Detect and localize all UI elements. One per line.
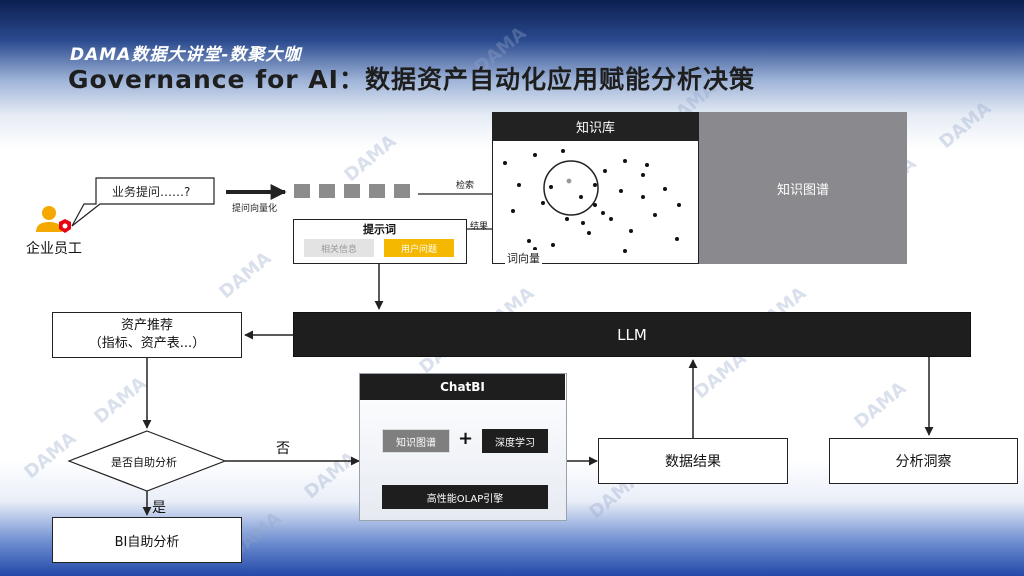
knowledge-graph-panel: 知识图谱: [699, 112, 907, 264]
llm-bar: LLM: [293, 312, 971, 357]
slide-subtitle: DAMA数据大讲堂-数聚大咖: [70, 45, 302, 65]
data-result-box: 数据结果: [598, 438, 788, 484]
chatbi-deep-label: 深度学习: [495, 437, 535, 449]
knowledge-base-vector-space: [492, 140, 699, 264]
chatbi-panel: ChatBI 知识图谱 + 深度学习 高性能OLAP引擎: [359, 373, 567, 521]
prompt-title: 提示词: [363, 223, 396, 236]
chatbi-kg-label: 知识图谱: [396, 437, 436, 449]
analysis-insight-label: 分析洞察: [895, 454, 952, 470]
speech-bubble: [71, 177, 215, 227]
slide-title: Governance for AI：数据资产自动化应用赋能分析决策: [68, 65, 755, 94]
chatbi-olap-label: 高性能OLAP引擎: [426, 493, 504, 505]
chatbi-knowledge-graph: 知识图谱: [382, 429, 450, 453]
prompt-user-question: 用户问题: [384, 239, 454, 257]
chatbi-olap: 高性能OLAP引擎: [382, 485, 548, 509]
vector-square: [294, 184, 310, 198]
bi-self-analysis-box: BI自助分析: [52, 517, 242, 563]
chatbi-deep-learning: 深度学习: [482, 429, 548, 453]
vector-points: [503, 149, 681, 253]
knowledge-graph-label: 知识图谱: [776, 182, 829, 198]
search-label: 检索: [456, 181, 475, 191]
chatbi-header: ChatBI: [360, 374, 565, 400]
asset-recommend-title: 资产推荐: [120, 318, 173, 333]
employee-icon: [36, 206, 71, 233]
bi-self-analysis-label: BI自助分析: [114, 534, 180, 550]
analysis-insight-box: 分析洞察: [829, 438, 1018, 484]
vector-square: [394, 184, 410, 198]
chatbi-title: ChatBI: [440, 380, 485, 394]
asset-recommend-detail: （指标、资产表...）: [88, 336, 206, 351]
employee-question: 业务提问……?: [112, 185, 191, 199]
knowledge-base-header: 知识库: [492, 112, 699, 140]
search-circle: [543, 160, 599, 216]
decision-yes-label: 是: [152, 500, 166, 516]
chatbi-plus: +: [458, 428, 474, 449]
knowledge-base-title: 知识库: [575, 120, 615, 136]
prompt-user-question-label: 用户问题: [400, 244, 437, 255]
asset-recommend-box: 资产推荐 （指标、资产表...）: [52, 312, 242, 358]
prompt-box: 提示词 相关信息 用户问题: [293, 219, 467, 264]
vectorize-label: 提问向量化: [232, 204, 278, 214]
vector-square: [344, 184, 360, 198]
query-point: [566, 178, 572, 184]
word-vector-label: 词向量: [505, 250, 542, 266]
decision-question: 是否自助分析: [111, 456, 177, 469]
vector-square: [319, 184, 335, 198]
vector-scatter: [503, 149, 681, 253]
vector-square: [369, 184, 385, 198]
decision-no-label: 否: [276, 441, 290, 457]
prompt-related-label: 相关信息: [320, 244, 357, 255]
employee-label: 企业员工: [26, 241, 82, 257]
llm-label: LLM: [617, 325, 647, 344]
result-label: 结果: [470, 222, 489, 232]
data-result-label: 数据结果: [665, 454, 721, 470]
prompt-related-info: 相关信息: [304, 239, 374, 257]
